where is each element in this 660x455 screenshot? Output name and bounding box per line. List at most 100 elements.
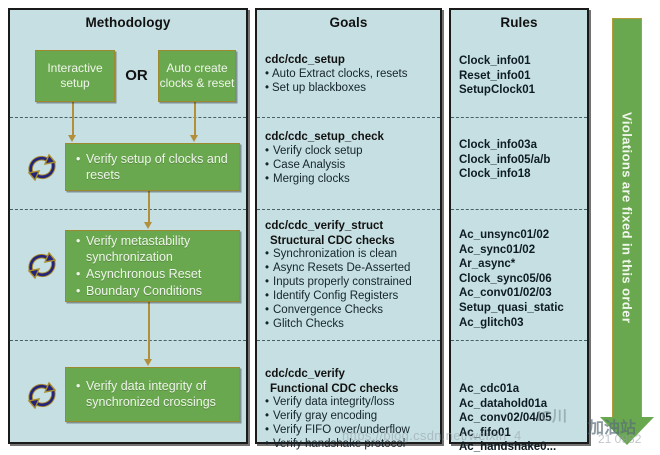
list-item: Ac_datahold01a	[459, 397, 548, 410]
box-interactive-setup-label: Interactive setup	[47, 61, 103, 90]
list-item: Verify handshake protocol	[265, 438, 432, 452]
list-item: Case Analysis	[265, 159, 432, 173]
list-item: Ac_conv01/02/03	[459, 287, 552, 300]
box-auto-create-clocks[interactable]: Auto create clocks & reset	[158, 50, 236, 102]
goals-section: cdc/cdc_setup_check Verify clock setupCa…	[257, 125, 440, 187]
goals-section: cdc/cdc_setup Auto Extract clocks, reset…	[257, 48, 440, 96]
box-auto-create-clocks-label: Auto create clocks & reset	[159, 61, 235, 90]
rules-divider-2	[451, 209, 587, 210]
goals-section-head: cdc/cdc_setup	[265, 54, 345, 66]
column-methodology: Methodology Interactive setup OR Auto cr…	[8, 8, 248, 444]
arrowhead-interactive	[68, 135, 76, 142]
box-verify-metastability[interactable]: Verify metastability synchronizationAsyn…	[65, 230, 240, 302]
loop-icon	[24, 378, 60, 412]
goals-section-subhead: Functional CDC checks	[270, 382, 399, 395]
box-verify-setup[interactable]: Verify setup of clocks and resets	[65, 143, 240, 191]
box-verify-data-integrity-list: Verify data integrity of synchronized cr…	[76, 378, 231, 411]
list-item: Identify Config Registers	[265, 290, 432, 304]
goals-section-head: cdc/cdc_setup_check	[265, 131, 384, 143]
list-item: Reset_info01	[459, 69, 531, 82]
list-item: Ac_fifo01	[459, 426, 511, 439]
list-item: Convergence Checks	[265, 304, 432, 318]
list-item: Ac_sync01/02	[459, 243, 536, 256]
list-item: Clock_sync05/06	[459, 272, 552, 285]
goals-section-list: Verify data integrity/lossVerify gray en…	[265, 396, 432, 452]
list-item: Ac_cdc01a	[459, 383, 520, 395]
list-item: Clock_info18	[459, 168, 531, 181]
methodology-divider-1	[10, 117, 246, 118]
methodology-divider-2	[10, 209, 246, 210]
list-item: Clock_info05/a/b	[459, 153, 551, 166]
list-item: Boundary Conditions	[76, 283, 231, 299]
list-item: Set up blackboxes	[265, 82, 432, 96]
goals-title: Goals	[329, 15, 368, 30]
goals-section-list: Verify clock setupCase AnalysisMerging c…	[265, 145, 432, 187]
list-item: Inputs properly constrained	[265, 276, 432, 290]
arrowhead-auto	[190, 135, 198, 142]
list-item: Async Resets De-Asserted	[265, 262, 432, 276]
connector-interactive	[72, 100, 74, 138]
list-item: Ac_conv02/04/05	[459, 412, 552, 425]
list-item: Ar_async*	[459, 258, 516, 271]
list-item: Verify clock setup	[265, 145, 432, 159]
connector-setup-to-meta	[148, 189, 150, 225]
arrowhead-setup-to-meta	[144, 222, 152, 229]
goals-divider-3	[257, 340, 440, 341]
box-interactive-setup[interactable]: Interactive setup	[35, 50, 115, 102]
list-item: Asynchronous Reset	[76, 266, 231, 282]
box-verify-data-integrity[interactable]: Verify data integrity of synchronized cr…	[65, 367, 240, 422]
list-item: Synchronization is clean	[265, 248, 432, 262]
goals-divider-2	[257, 209, 440, 210]
list-item: Verify metastability synchronization	[76, 233, 231, 265]
list-item: Auto Extract clocks, resets	[265, 68, 432, 82]
rules-divider-3	[451, 340, 587, 341]
goals-section-head: cdc/cdc_verify_struct	[265, 220, 384, 232]
arrowhead-meta-to-data	[144, 359, 152, 366]
list-item: Clock_info03a	[459, 139, 537, 151]
goals-section: cdc/cdc_verify Functional CDC checks Ver…	[257, 362, 440, 452]
list-item: Verify FIFO over/underflow	[265, 424, 432, 438]
goals-section-subhead: Structural CDC checks	[270, 234, 395, 247]
list-item: Setup_quasi_static	[459, 301, 564, 314]
list-item: Verify gray encoding	[265, 410, 432, 424]
list-item: Ac_glitch03	[459, 316, 524, 329]
goals-section-list: Synchronization is cleanAsync Resets De-…	[265, 248, 432, 332]
list-item: Verify data integrity of synchronized cr…	[76, 378, 231, 410]
box-verify-metastability-list: Verify metastability synchronizationAsyn…	[76, 233, 231, 300]
list-item: Merging clocks	[265, 173, 432, 187]
list-item: Ac_handshake0...	[459, 441, 557, 454]
violation-order-bar	[612, 18, 642, 418]
violation-order-arrowhead	[600, 417, 654, 445]
list-item: Glitch Checks	[265, 318, 432, 332]
goals-divider-1	[257, 117, 440, 118]
list-item: SetupClock01	[459, 84, 536, 97]
methodology-title: Methodology	[85, 15, 171, 30]
list-item: Clock_info01	[459, 55, 531, 67]
list-item: Ac_unsync01/02	[459, 229, 550, 241]
or-label: OR	[125, 67, 148, 84]
loop-icon	[24, 248, 60, 282]
connector-meta-to-data	[148, 300, 150, 363]
list-item: Verify setup of clocks and resets	[76, 151, 231, 183]
column-goals: Goals cdc/cdc_setup Auto Extract clocks,…	[255, 8, 442, 451]
list-item: Verify data integrity/loss	[265, 396, 432, 410]
methodology-divider-3	[10, 340, 246, 341]
loop-icon	[24, 150, 60, 184]
connector-auto	[194, 100, 196, 138]
goals-section-list: Auto Extract clocks, resetsSet up blackb…	[265, 68, 432, 96]
goals-section: cdc/cdc_verify_struct Structural CDC che…	[257, 214, 440, 332]
rules-divider-1	[451, 117, 587, 118]
rules-title: Rules	[500, 15, 538, 30]
box-verify-setup-list: Verify setup of clocks and resets	[76, 151, 231, 184]
violation-order-label: Violations are fixed in this order	[619, 112, 635, 324]
